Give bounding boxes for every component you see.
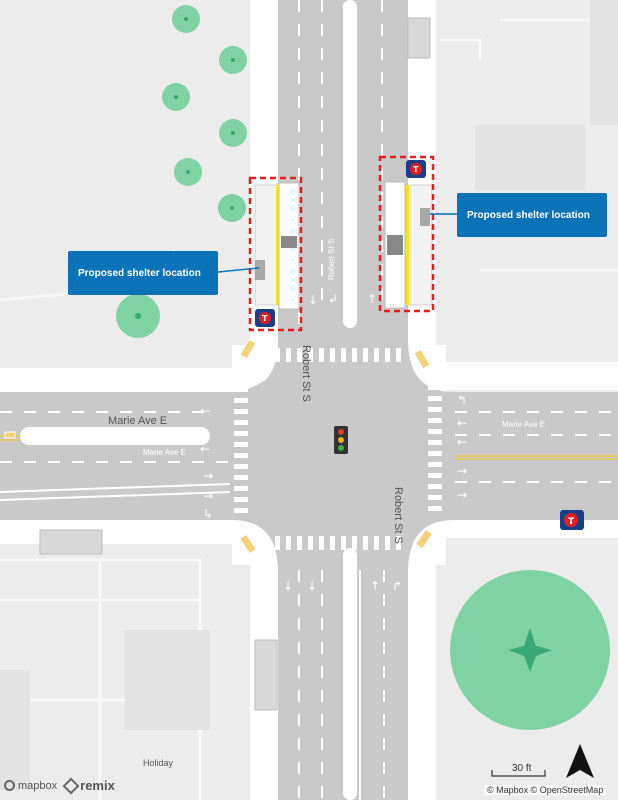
arrow-left-icon: ↰ xyxy=(457,393,467,407)
map-attribution[interactable]: © Mapbox © OpenStreetMap xyxy=(484,785,607,795)
center-lines xyxy=(0,435,618,460)
bus-platform-left xyxy=(254,182,300,310)
highlight-box-right[interactable] xyxy=(378,155,435,313)
bus-platform-right xyxy=(384,181,433,309)
street-label-robert-upper: Robert St S xyxy=(327,239,336,280)
mapbox-logo[interactable]: mapbox xyxy=(4,780,57,792)
remix-logo[interactable]: remix xyxy=(62,777,115,794)
transit-stop-icon[interactable]: T xyxy=(406,160,426,178)
median xyxy=(343,0,357,328)
traffic-signal-icon xyxy=(334,426,348,454)
curb-corner xyxy=(408,520,454,572)
logo-bar: mapbox remix xyxy=(4,777,115,794)
curb-corner xyxy=(232,340,278,392)
crosswalk-left xyxy=(234,387,248,513)
arrow-left-icon: ← xyxy=(457,416,467,430)
street-label-robert-intersection-top: Robert St S xyxy=(300,345,312,402)
building xyxy=(475,125,585,190)
shelter-callout-right[interactable]: Proposed shelter location xyxy=(457,193,607,237)
arrow-up-icon: ↱ xyxy=(392,579,402,593)
mapbox-logo-text: mapbox xyxy=(18,779,58,792)
arrow-up-icon: ↑ xyxy=(370,579,380,593)
arrow-down-icon: ↓ xyxy=(283,579,293,593)
svg-text:T: T xyxy=(568,517,575,527)
arrow-down-icon: ↓ xyxy=(308,293,318,307)
arrow-turn-icon: ↲ xyxy=(328,292,338,306)
street-label-marie-right: Marie Ave E xyxy=(502,420,545,429)
north-arrow-icon xyxy=(566,744,594,778)
building xyxy=(0,670,30,790)
highlight-box-left[interactable] xyxy=(248,176,303,332)
callout-connector xyxy=(217,267,260,273)
arrow-down-icon: ↓ xyxy=(307,579,317,593)
street-label-robert-intersection-right: Robert St S xyxy=(392,487,404,544)
lane-lines xyxy=(0,483,361,800)
shelter-marker xyxy=(420,208,430,226)
poi-label-holiday: Holiday xyxy=(143,758,174,768)
arrow-up-icon: ↑ xyxy=(367,292,377,306)
crosswalk-top xyxy=(275,348,401,362)
crosswalk-bottom xyxy=(275,536,401,550)
street-label-robert-lower: Robert St S xyxy=(345,599,354,640)
shelter xyxy=(407,17,431,59)
curb-corner xyxy=(408,340,454,392)
scale-label: 30 ft xyxy=(512,763,532,774)
curb-ramps xyxy=(4,338,434,555)
arrow-turn-icon: ↰ xyxy=(345,579,355,593)
crosswalk-right xyxy=(428,385,442,511)
street-label-marie-upper: Marie Ave E xyxy=(108,415,167,427)
arrow-right-icon: ↳ xyxy=(203,507,213,521)
shelter-callout-right-label: Proposed shelter location xyxy=(467,209,590,221)
arrow-right-icon: → xyxy=(203,489,213,503)
arrow-right-icon: → xyxy=(457,488,467,502)
arrow-right-icon: → xyxy=(203,469,213,483)
building xyxy=(590,0,618,125)
median xyxy=(343,548,357,800)
shelter-callout-left-label: Proposed shelter location xyxy=(78,267,201,279)
svg-text:T: T xyxy=(413,165,419,174)
scale-bar: 30 ft xyxy=(491,763,546,777)
shelter xyxy=(39,529,103,555)
remix-icon xyxy=(62,777,80,794)
median xyxy=(20,427,210,445)
tree-markers xyxy=(135,17,552,672)
svg-text:T: T xyxy=(262,314,268,323)
shelter-callout-left[interactable]: Proposed shelter location xyxy=(68,251,218,295)
arrow-right-icon: → xyxy=(457,464,467,478)
arrow-left-icon: ← xyxy=(200,404,210,418)
remix-logo-text: remix xyxy=(80,778,115,793)
curb-corner xyxy=(232,520,278,572)
lane-arrows: ↓ ↲ ↑ ← ← → → ↳ ↰ ← ← → → ↓ ↓ ↰ ↑ ↱ xyxy=(200,292,467,593)
shelter-marker xyxy=(255,260,265,280)
transit-stop-icon[interactable]: T xyxy=(560,510,584,530)
building xyxy=(125,630,210,730)
shelter xyxy=(254,639,278,711)
arrow-left-icon: ← xyxy=(457,435,467,449)
transit-stop-icon[interactable]: T xyxy=(255,309,275,327)
mapbox-icon xyxy=(4,780,15,791)
arrow-left-icon: ← xyxy=(200,442,210,456)
street-label-marie-lower: Marie Ave E xyxy=(143,448,186,457)
